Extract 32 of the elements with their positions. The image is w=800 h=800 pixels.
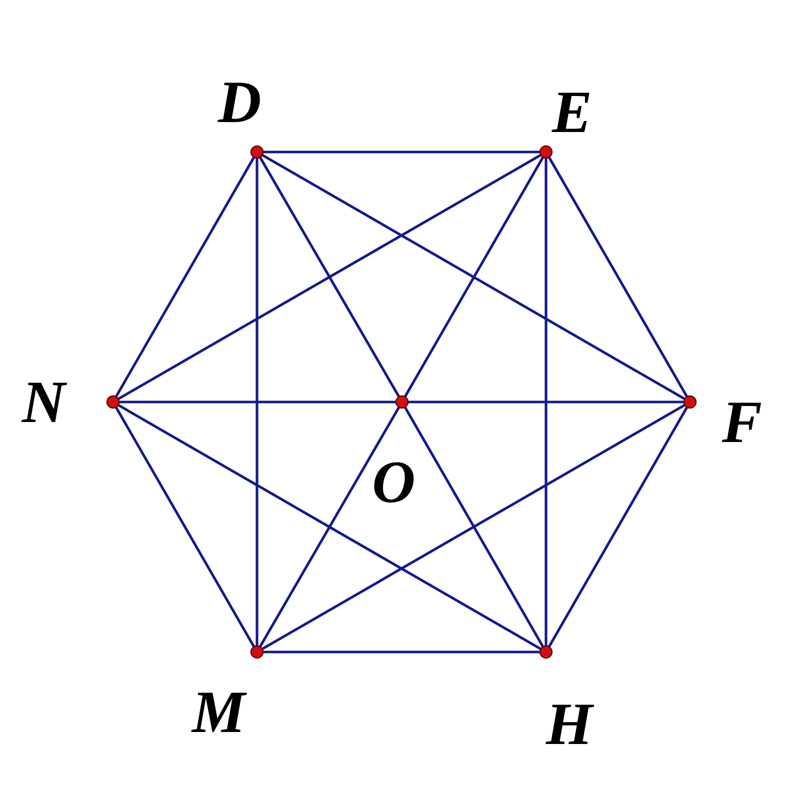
line-segment (262, 154, 686, 400)
line-segment (262, 404, 686, 650)
line-segment (548, 406, 688, 648)
line-segment (119, 400, 396, 404)
point-dot (106, 395, 120, 409)
line-segment (263, 150, 540, 154)
point-dot (539, 145, 553, 159)
line-segment (544, 158, 548, 646)
point-dot (539, 645, 553, 659)
line-segment (263, 650, 540, 654)
line-segment (114, 406, 256, 648)
line-segment (118, 404, 542, 650)
line-segment (408, 400, 684, 404)
line-segment (256, 158, 258, 646)
point-label: H (546, 694, 593, 754)
point-dot (683, 395, 697, 409)
point-dot (395, 395, 409, 409)
point-dot (250, 645, 264, 659)
point-label: M (192, 682, 246, 742)
line-segment (258, 156, 400, 398)
point-dot (250, 145, 264, 159)
point-label: N (22, 372, 66, 432)
line-segment (404, 406, 544, 648)
point-label: E (552, 82, 592, 142)
line-segment (258, 406, 400, 648)
line-segment (118, 154, 542, 400)
line-segment (404, 156, 544, 398)
line-segment (548, 156, 688, 398)
line-segment (114, 156, 256, 398)
point-label: D (218, 72, 262, 132)
point-label: F (722, 392, 762, 452)
point-label: O (372, 452, 416, 512)
